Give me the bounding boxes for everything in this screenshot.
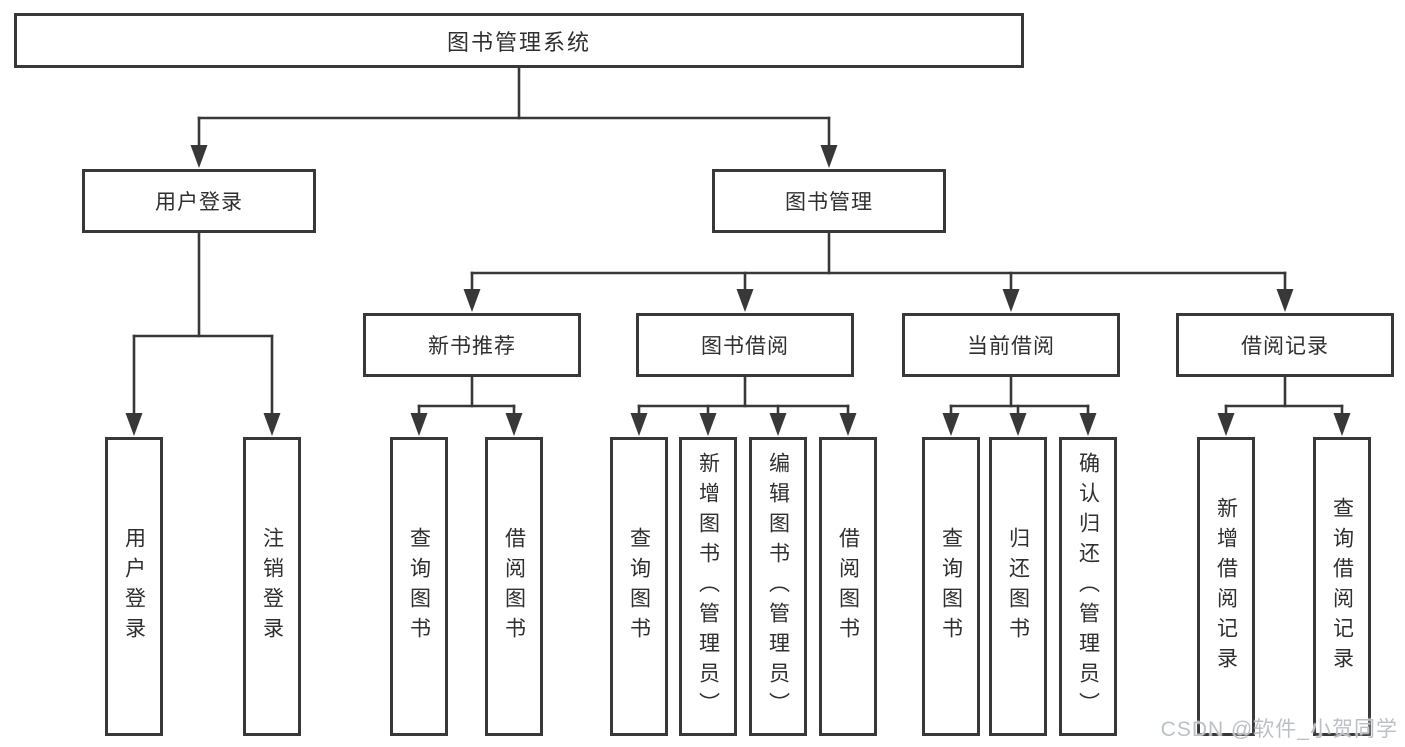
arrowhead-icon — [190, 145, 208, 168]
arrowhead-icon — [1217, 413, 1235, 436]
node-leaf-borrow-books-a: 借阅图书 — [485, 437, 543, 736]
node-label: 借阅图书 — [836, 526, 860, 647]
connector-current-borrowing — [942, 374, 1097, 436]
node-label: 查询图书 — [407, 526, 431, 647]
node-user-login: 用户登录 — [82, 169, 316, 233]
node-label: 新增图书（管理员） — [696, 451, 720, 722]
node-label: 注销登录 — [260, 526, 284, 647]
node-label: 借阅记录 — [1241, 335, 1329, 358]
arrowhead-icon — [630, 413, 648, 436]
arrowhead-icon — [463, 289, 481, 312]
connector-root — [190, 65, 838, 168]
node-label: 用户登录 — [155, 191, 243, 214]
node-label: 查询图书 — [939, 526, 963, 647]
node-current-borrowing: 当前借阅 — [902, 313, 1120, 377]
node-root: 图书管理系统 — [14, 13, 1024, 68]
connector-book-borrowing — [630, 374, 857, 436]
node-leaf-add-borrow-record: 新增借阅记录 — [1197, 437, 1255, 736]
node-leaf-add-books: 新增图书（管理员） — [679, 437, 737, 736]
node-leaf-query-books-b: 查询图书 — [610, 437, 668, 736]
arrowhead-icon — [1333, 413, 1351, 436]
node-label: 新增借阅记录 — [1214, 496, 1238, 677]
arrowhead-icon — [1276, 289, 1294, 312]
node-label: 借阅图书 — [502, 526, 526, 647]
node-borrowing-records: 借阅记录 — [1176, 313, 1394, 377]
node-label: 图书借阅 — [701, 335, 789, 358]
arrowhead-icon — [699, 413, 717, 436]
connector-book-management — [463, 230, 1294, 312]
node-leaf-return-books: 归还图书 — [989, 437, 1047, 736]
connector-borrowing-records — [1217, 374, 1351, 436]
arrowhead-icon — [1079, 413, 1097, 436]
node-leaf-query-books-c: 查询图书 — [922, 437, 980, 736]
node-label: 归还图书 — [1006, 526, 1030, 647]
node-label: 用户登录 — [122, 526, 146, 647]
arrowhead-icon — [839, 413, 857, 436]
node-leaf-query-books-a: 查询图书 — [390, 437, 448, 736]
arrowhead-icon — [505, 413, 523, 436]
arrowhead-icon — [125, 413, 143, 436]
node-leaf-edit-books: 编辑图书（管理员） — [749, 437, 807, 736]
arrowhead-icon — [942, 413, 960, 436]
node-label: 图书管理 — [785, 191, 873, 214]
node-new-book-recommend: 新书推荐 — [363, 313, 581, 377]
arrowhead-icon — [1009, 413, 1027, 436]
node-label: 查询图书 — [627, 526, 651, 647]
node-label: 查询借阅记录 — [1330, 496, 1354, 677]
arrowhead-icon — [736, 289, 754, 312]
node-label: 确认归还（管理员） — [1076, 451, 1100, 722]
arrowhead-icon — [1002, 289, 1020, 312]
node-label: 当前借阅 — [967, 335, 1055, 358]
node-leaf-query-borrow-record: 查询借阅记录 — [1313, 437, 1371, 736]
connector-user-login — [125, 230, 281, 436]
arrowhead-icon — [410, 413, 428, 436]
node-book-borrowing: 图书借阅 — [636, 313, 854, 377]
node-label: 编辑图书（管理员） — [766, 451, 790, 722]
arrowhead-icon — [263, 413, 281, 436]
node-book-management: 图书管理 — [712, 169, 946, 233]
node-label: 新书推荐 — [428, 335, 516, 358]
arrowhead-icon — [769, 413, 787, 436]
node-leaf-logout: 注销登录 — [243, 437, 301, 736]
node-label: 图书管理系统 — [446, 29, 591, 55]
connector-new-book-recommend — [410, 374, 523, 436]
node-leaf-user-login: 用户登录 — [105, 437, 163, 736]
arrowhead-icon — [820, 145, 838, 168]
node-leaf-borrow-books-b: 借阅图书 — [819, 437, 877, 736]
node-leaf-confirm-return: 确认归还（管理员） — [1059, 437, 1117, 736]
